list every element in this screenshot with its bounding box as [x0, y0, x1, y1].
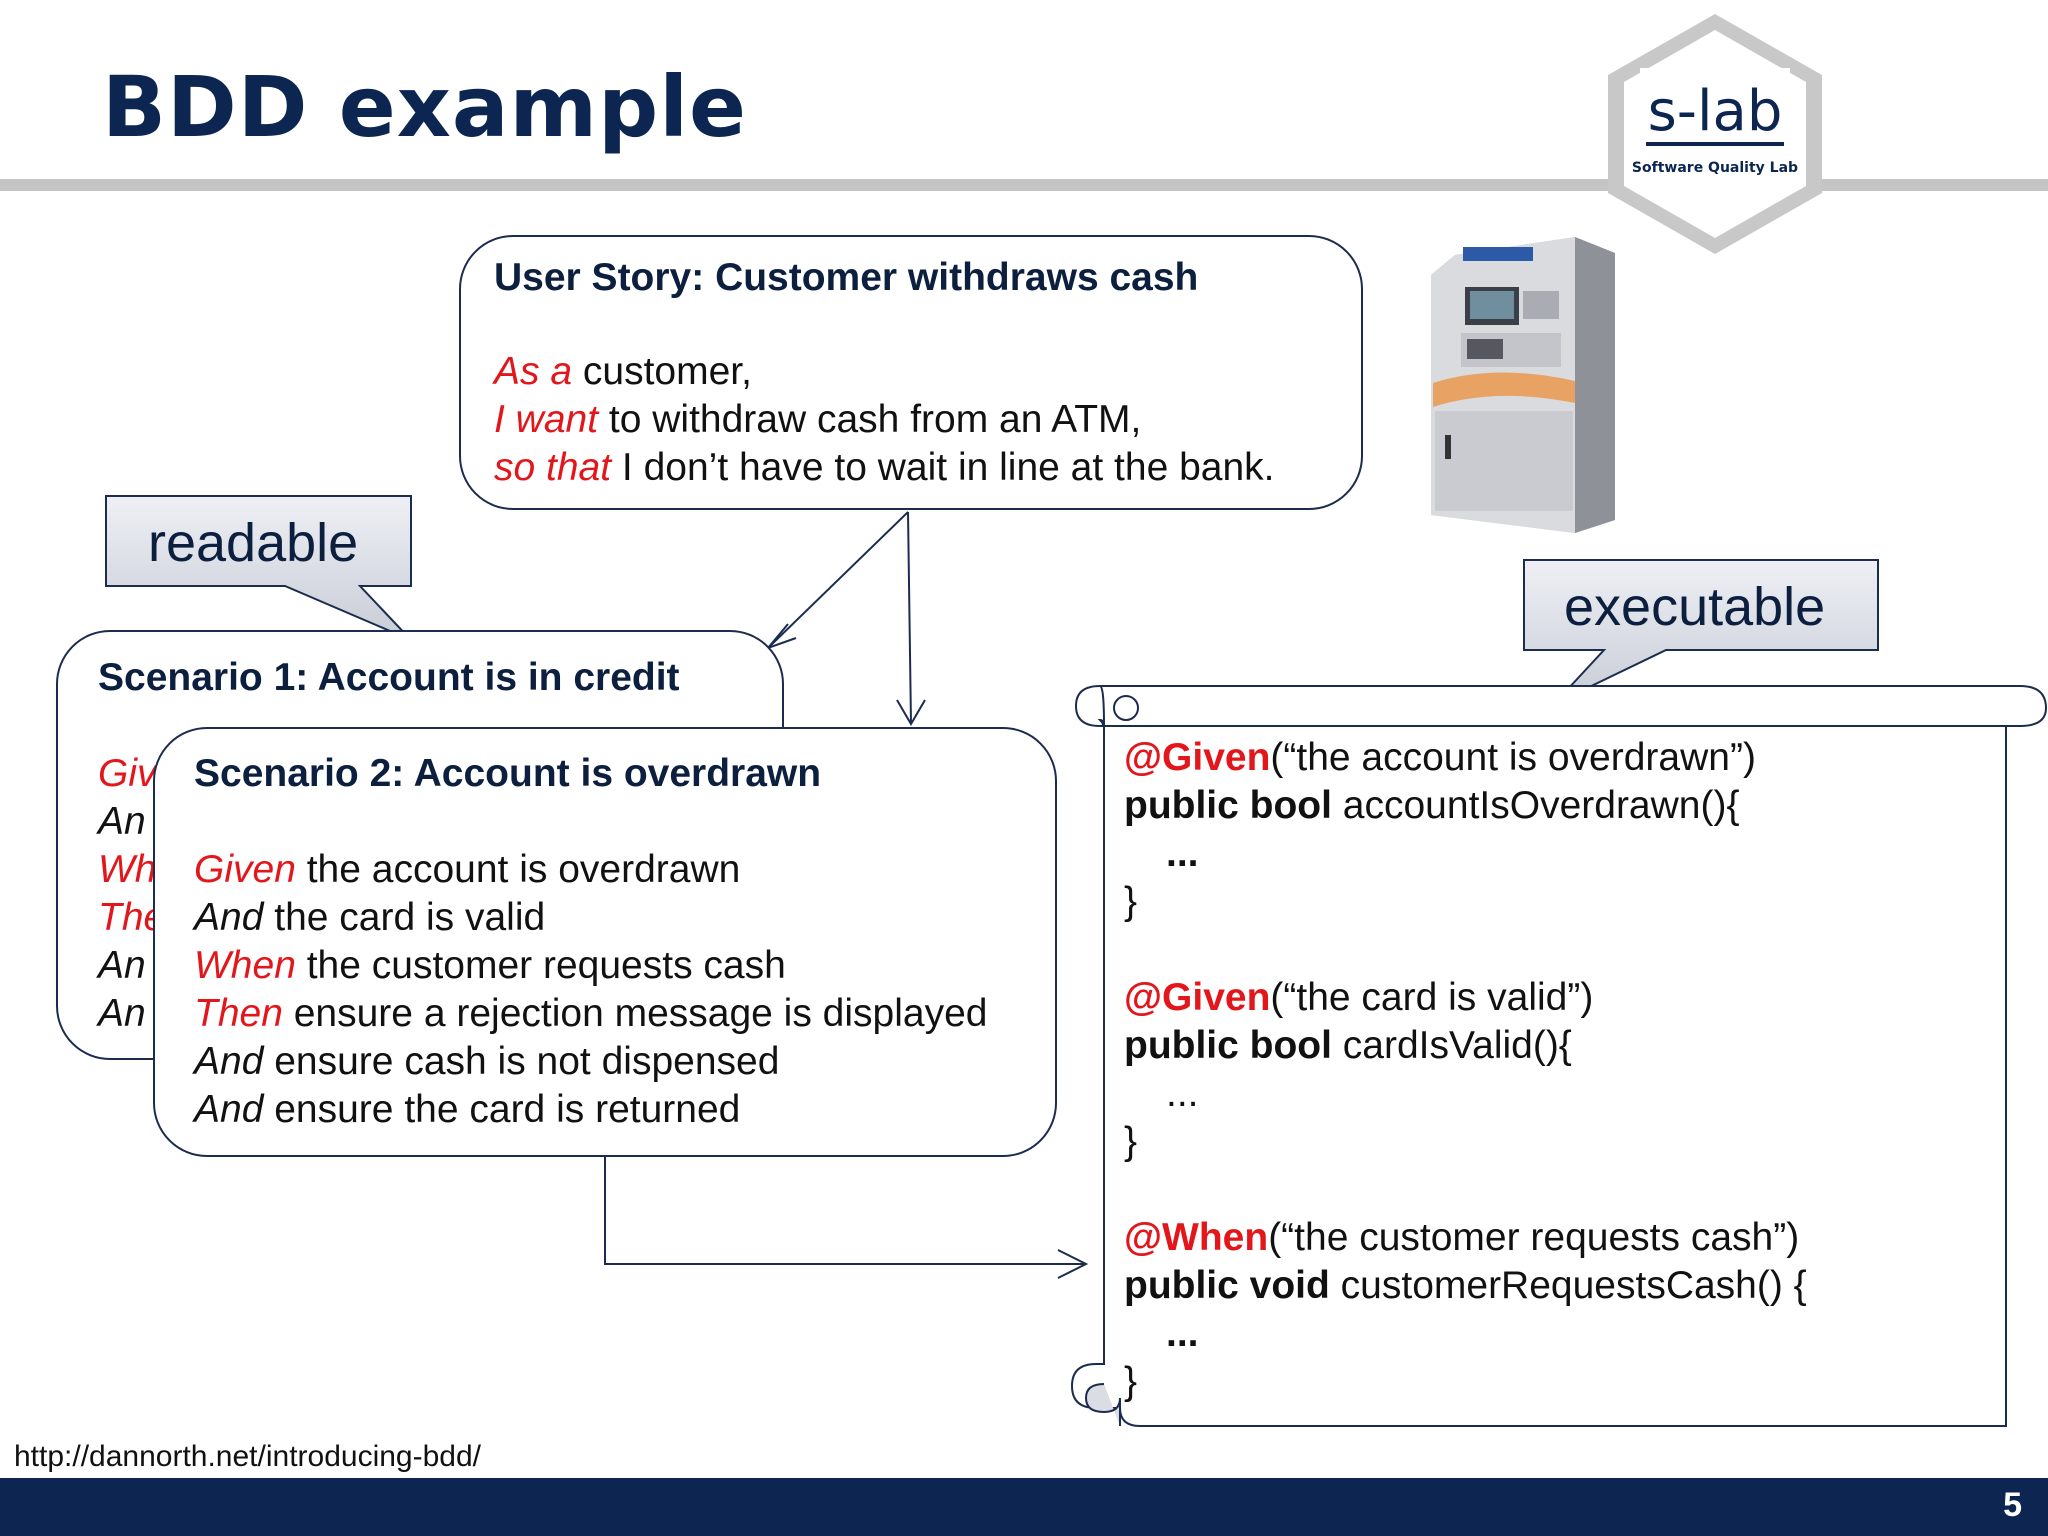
- readable-label: readable: [148, 513, 359, 573]
- scenario-1-kw-6: An: [98, 992, 146, 1035]
- scenario-1-heading: Scenario 1: Account is in credit: [98, 656, 680, 699]
- scenario-1-kw-2: An: [98, 800, 146, 843]
- scenario-1-kw-1: Giv: [98, 752, 157, 795]
- page-number: 5: [2003, 1486, 2022, 1524]
- slide-title: BDD example: [102, 58, 747, 156]
- code-scroll-shape: [1070, 685, 2048, 1427]
- code-signature-1: public bool accountIsOverdrawn(){: [1124, 784, 1740, 827]
- code-annotation-2: @Given(“the card is valid”): [1124, 976, 1594, 1019]
- source-link[interactable]: http://dannorth.net/introducing-bdd/: [14, 1440, 481, 1473]
- executable-callout-shape: [1523, 559, 1879, 705]
- user-story-box: [459, 235, 1363, 510]
- code-body-3: ...: [1166, 1312, 1199, 1355]
- user-story-line-2: I want to withdraw cash from an ATM,: [494, 398, 1142, 441]
- scenario-2-heading: Scenario 2: Account is overdrawn: [194, 752, 822, 795]
- user-story-line-3: so that I don’t have to wait in line at …: [494, 446, 1275, 489]
- atm-image: [1431, 237, 1615, 533]
- code-annotation-1: @Given(“the account is overdrawn”): [1124, 736, 1756, 779]
- logo-tagline: Software Quality Lab: [1632, 160, 1798, 176]
- code-close-2: }: [1124, 1120, 1138, 1163]
- code-signature-2: public bool cardIsValid(){: [1124, 1024, 1572, 1067]
- readable-callout-shape: [105, 495, 412, 641]
- code-body-2: ...: [1166, 1072, 1199, 1115]
- scenario-2-line-2: And the card is valid: [194, 896, 546, 939]
- user-story-heading: User Story: Customer withdraws cash: [494, 256, 1199, 299]
- header-divider: [0, 179, 2048, 191]
- scenario-2-line-6: And ensure the card is returned: [194, 1088, 741, 1131]
- scenario-2-line-1: Given the account is overdrawn: [194, 848, 741, 891]
- scenario-1-kw-3: Wh: [98, 848, 157, 891]
- scenario-2-box: [153, 727, 1057, 1157]
- scenario-2-line-3: When the customer requests cash: [194, 944, 786, 987]
- code-signature-3: public void customerRequestsCash() {: [1124, 1264, 1807, 1307]
- scenario-2-line-5: And ensure cash is not dispensed: [194, 1040, 780, 1083]
- executable-label: executable: [1564, 577, 1826, 637]
- code-close-1: }: [1124, 880, 1138, 923]
- scenario-2-line-4: Then ensure a rejection message is displ…: [194, 992, 988, 1035]
- logo-name: s-lab: [1648, 79, 1783, 144]
- code-close-3: }: [1124, 1360, 1138, 1403]
- user-story-line-1: As a customer,: [494, 350, 752, 393]
- s-lab-logo: s-lab Software Quality Lab: [1608, 14, 1822, 254]
- scenario-1-kw-5: An: [98, 944, 146, 987]
- code-annotation-3: @When(“the customer requests cash”): [1124, 1216, 1800, 1259]
- footer-bar: [0, 1478, 2048, 1536]
- code-body-1: ...: [1166, 832, 1199, 875]
